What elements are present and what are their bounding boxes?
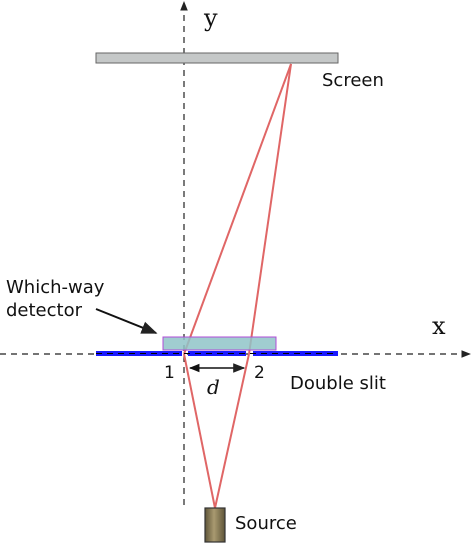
slit-plate-left [96, 351, 182, 356]
double-slit-plate [96, 351, 338, 356]
slit-2-label: 2 [254, 363, 265, 383]
double-slit-label: Double slit [290, 373, 386, 394]
which-way-detector [162, 336, 277, 351]
detector-pointer-arrow [95, 308, 158, 334]
light-source [204, 507, 226, 543]
screen [95, 52, 339, 64]
x-axis-label: x [432, 312, 446, 340]
ray-slit1-to-screen [183, 63, 292, 355]
ray-slit2-to-screen [248, 63, 292, 355]
screen-label: Screen [322, 70, 384, 91]
detector-label-line1: Which-way [6, 277, 105, 298]
light-rays [183, 63, 292, 509]
detector-label-line2: detector [6, 300, 83, 321]
y-axis-label: y [203, 4, 218, 32]
source-label: Source [235, 513, 297, 534]
ray-source-to-slit1 [183, 353, 216, 509]
slit-1-label: 1 [164, 363, 175, 383]
slit-spacing-label: d [207, 375, 220, 399]
ray-source-to-slit2 [214, 353, 250, 509]
